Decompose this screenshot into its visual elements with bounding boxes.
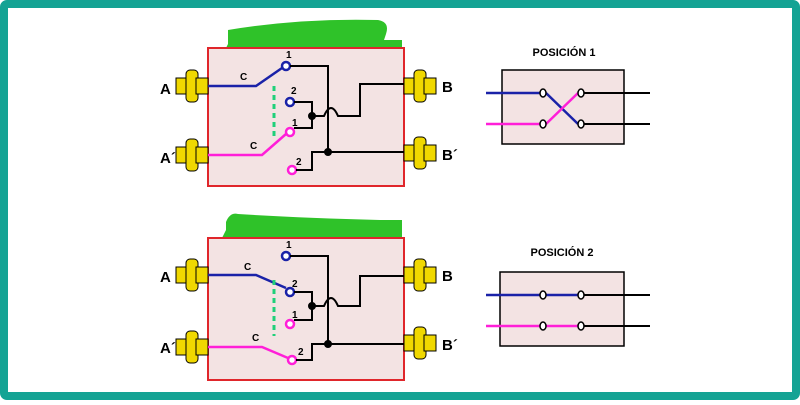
- label-a-prime-top: A´: [160, 150, 176, 167]
- schematic-position-1: POSICIÓN 1: [486, 46, 650, 145]
- label-b-prime-bottom: B´: [442, 337, 458, 354]
- schematic-position-2: POSICIÓN 2: [486, 246, 650, 347]
- label-contact-2-blue-top: 2: [291, 86, 297, 97]
- label-contact-2-magenta-top: 2: [296, 157, 302, 168]
- rocker-bottom: [222, 213, 402, 238]
- label-contact-1-blue-bottom: 1: [286, 240, 292, 251]
- label-common-blue-top: C: [240, 72, 247, 83]
- label-common-magenta-top: C: [250, 141, 257, 152]
- switch-position-2: A A´ B B´ C C 1 2 1 2: [160, 213, 458, 381]
- label-common-magenta-bottom: C: [252, 333, 259, 344]
- switch-body-top: [207, 47, 405, 187]
- position-1-title: POSICIÓN 1: [533, 46, 596, 59]
- label-contact-1-magenta-bottom: 1: [292, 310, 298, 321]
- label-contact-1-magenta-top: 1: [292, 118, 298, 129]
- label-b-prime-top: B´: [442, 147, 458, 164]
- magenta-circuit-top: [208, 126, 298, 176]
- label-b-bottom: B: [442, 268, 453, 285]
- switch-body-bottom: [207, 237, 405, 381]
- terminal-a-bottom: [175, 258, 209, 292]
- label-contact-2-blue-bottom: 2: [292, 279, 298, 290]
- switch-position-1: A A´ B B´ C C 1 2 1 2: [160, 19, 458, 187]
- terminal-b-prime-bottom: [403, 326, 437, 360]
- label-a-bottom: A: [160, 269, 171, 286]
- rocker-top: [226, 19, 402, 48]
- internal-wiring-top: [290, 65, 404, 171]
- internal-wiring-bottom: [290, 255, 404, 361]
- terminal-b-bottom: [403, 258, 437, 292]
- terminal-b-top: [403, 69, 437, 103]
- blue-circuit-bottom: [208, 250, 296, 298]
- label-contact-2-magenta-bottom: 2: [298, 347, 304, 358]
- position-2-title: POSICIÓN 2: [531, 246, 594, 259]
- label-common-blue-bottom: C: [244, 262, 251, 273]
- label-a-top: A: [160, 81, 171, 98]
- terminal-a-prime-bottom: [175, 330, 209, 364]
- label-contact-1-blue-top: 1: [286, 50, 292, 61]
- schematic-box-2: [499, 271, 625, 347]
- label-a-prime-bottom: A´: [160, 340, 176, 357]
- terminal-a-prime-top: [175, 138, 209, 172]
- label-b-top: B: [442, 79, 453, 96]
- terminal-a-top: [175, 69, 209, 103]
- terminal-b-prime-top: [403, 136, 437, 170]
- blue-circuit-top: [208, 60, 296, 108]
